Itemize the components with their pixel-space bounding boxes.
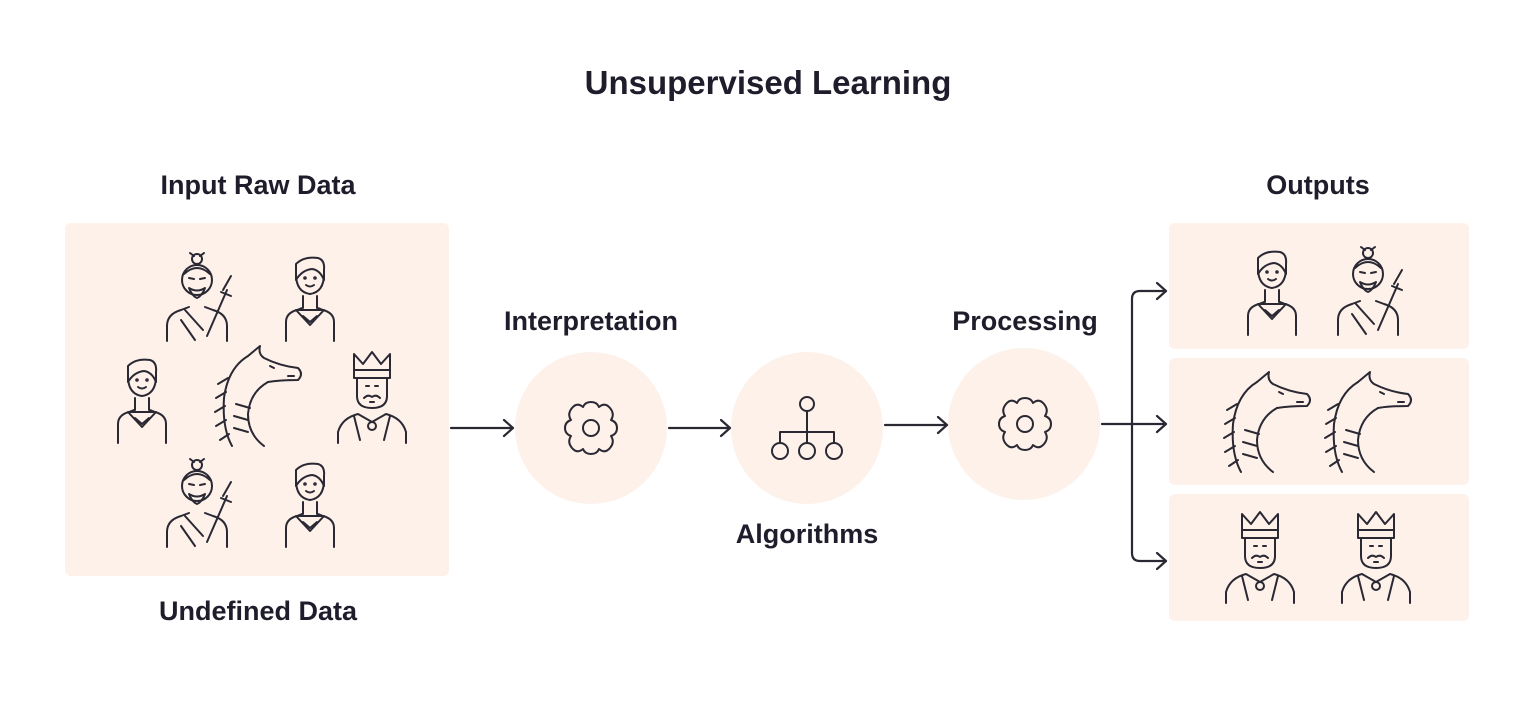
input-data-panel (65, 223, 449, 576)
dragon-icon (214, 345, 302, 447)
processing-label: Processing (952, 306, 1098, 336)
hero-icon (1247, 250, 1297, 336)
king-icon (1225, 511, 1295, 604)
arrow-interpretation-to-algorithms (667, 418, 732, 438)
dragon-icon (1324, 371, 1412, 473)
arrow-algorithms-to-processing (883, 415, 949, 435)
gear-icon (564, 401, 618, 455)
diagram-title: Unsupervised Learning (584, 64, 952, 101)
arrow-input-to-interpretation (449, 418, 515, 438)
arrow-processing-to-outputs (1100, 281, 1168, 571)
samurai-icon (166, 458, 232, 548)
outputs-label: Outputs (1266, 170, 1370, 200)
hero-icon (285, 256, 335, 342)
king-icon (1341, 511, 1411, 604)
output-panel-1 (1169, 223, 1469, 349)
interpretation-label: Interpretation (503, 306, 679, 336)
input-raw-data-label: Input Raw Data (160, 170, 356, 200)
hero-icon (117, 358, 167, 444)
dragon-icon (1223, 371, 1311, 473)
hierarchy-icon (771, 396, 843, 460)
samurai-icon (166, 252, 232, 342)
samurai-icon (1337, 246, 1403, 336)
undefined-data-label: Undefined Data (158, 596, 358, 626)
output-panel-2 (1169, 358, 1469, 485)
hero-icon (285, 462, 335, 548)
gear-icon (998, 397, 1052, 451)
algorithms-label: Algorithms (735, 519, 879, 549)
processing-node (948, 348, 1100, 500)
king-icon (337, 351, 407, 444)
output-panel-3 (1169, 494, 1469, 621)
interpretation-node (515, 352, 667, 504)
